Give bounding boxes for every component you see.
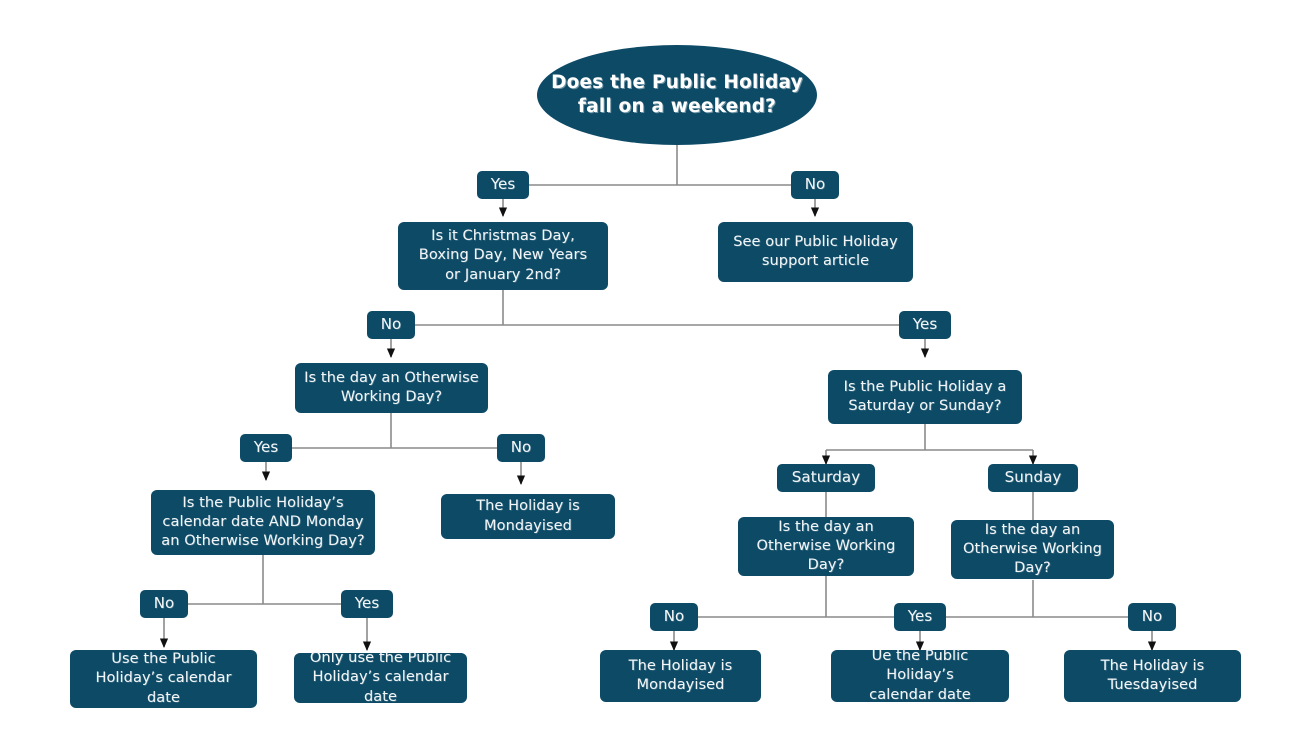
label-christmas-yes[interactable]: Yes [899,311,951,339]
label-saturday-text: Saturday [791,468,861,487]
label-owd-yes-text: Yes [253,438,279,457]
node-owd-saturday-question-text: Is the day an Otherwise Working Day? [756,518,896,574]
node-tuesdayised-text: The Holiday is Tuesdayised [1100,657,1205,693]
node-support-article-text: See our Public Holiday support article [733,233,898,269]
label-monday-yes-text: Yes [354,594,380,613]
label-monday-no-text: No [153,594,175,613]
node-only-use-calendar-date-text: Only use the Public Holiday’s calendar d… [309,650,452,705]
label-sunday-text: Sunday [1004,468,1062,487]
label-monday-no[interactable]: No [140,590,188,618]
label-saturday[interactable]: Saturday [777,464,875,492]
node-christmas-question[interactable]: Is it Christmas Day, Boxing Day, New Yea… [398,222,608,290]
node-owd-saturday-question[interactable]: Is the day an Otherwise Working Day? [738,517,914,576]
node-support-article[interactable]: See our Public Holiday support article [718,222,913,282]
node-owd-question-text: Is the day an Otherwise Working Day? [304,369,479,405]
node-root-question[interactable]: Does the Public Holiday fall on a weeken… [537,45,817,145]
node-owd-question[interactable]: Is the day an Otherwise Working Day? [295,363,488,413]
node-sat-sun-question-text: Is the Public Holiday a Saturday or Sund… [843,378,1007,414]
node-use-calendar-date-text: Use the Public Holiday’s calendar date [95,651,232,706]
label-owd-no[interactable]: No [497,434,545,462]
label-sun-no[interactable]: No [1128,603,1176,631]
label-owd-yes[interactable]: Yes [240,434,292,462]
node-ue-calendar-date[interactable]: Ue the Public Holiday’s calendar date [831,648,1009,703]
label-christmas-no[interactable]: No [367,311,415,339]
node-sat-sun-question[interactable]: Is the Public Holiday a Saturday or Sund… [828,370,1022,424]
label-owd-no-text: No [510,438,532,457]
label-christmas-no-text: No [380,315,402,334]
node-ue-calendar-date-text: Ue the Public Holiday’s calendar date [869,648,971,703]
node-owd-sunday-question[interactable]: Is the day an Otherwise Working Day? [951,520,1114,579]
label-root-no[interactable]: No [791,171,839,199]
node-monday-owd-question-text: Is the Public Holiday’s calendar date AN… [161,494,365,550]
node-only-use-calendar-date[interactable]: Only use the Public Holiday’s calendar d… [294,650,467,705]
label-root-yes[interactable]: Yes [477,171,529,199]
node-christmas-question-text: Is it Christmas Day, Boxing Day, New Yea… [418,228,588,283]
label-root-no-text: No [804,175,826,194]
label-shared-yes[interactable]: Yes [894,603,946,631]
label-sat-no[interactable]: No [650,603,698,631]
node-mondayised-left-text: The Holiday is Mondayised [476,498,580,534]
label-root-yes-text: Yes [490,175,516,194]
node-use-calendar-date[interactable]: Use the Public Holiday’s calendar date [70,650,257,708]
node-mondayised-right[interactable]: The Holiday is Mondayised [600,650,761,702]
node-mondayised-left[interactable]: The Holiday is Mondayised [441,494,615,539]
label-monday-yes[interactable]: Yes [341,590,393,618]
node-owd-sunday-question-text: Is the day an Otherwise Working Day? [963,521,1102,577]
node-tuesdayised[interactable]: The Holiday is Tuesdayised [1064,650,1241,702]
label-christmas-yes-text: Yes [912,315,938,334]
label-shared-yes-text: Yes [907,607,933,626]
node-monday-owd-question[interactable]: Is the Public Holiday’s calendar date AN… [151,490,375,555]
label-sun-no-text: No [1141,607,1163,626]
label-sat-no-text: No [663,607,685,626]
node-root-question-text: Does the Public Holiday fall on a weeken… [551,71,803,117]
node-mondayised-right-text: The Holiday is Mondayised [628,657,733,693]
label-sunday[interactable]: Sunday [988,464,1078,492]
